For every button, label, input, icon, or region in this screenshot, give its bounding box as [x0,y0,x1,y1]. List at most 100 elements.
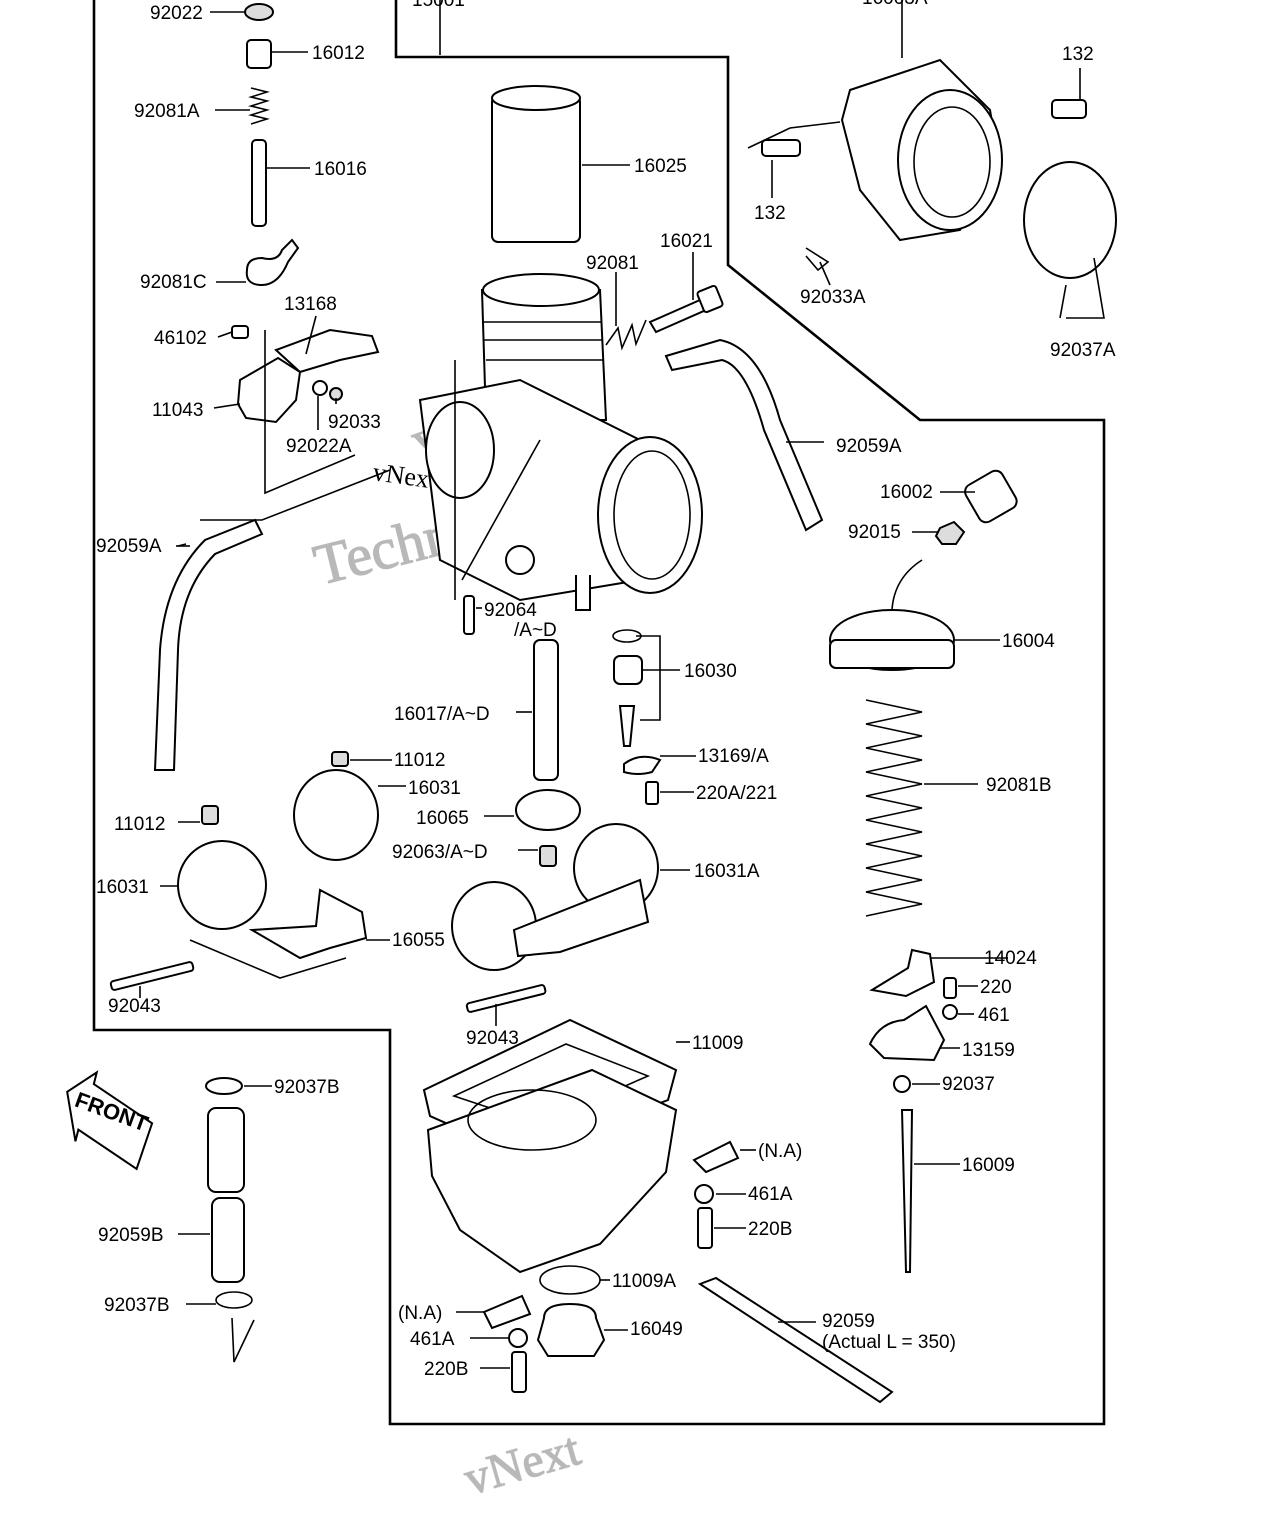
part-11009-bowl [422,1018,894,1404]
part-16017-needle-jet [533,639,559,781]
label-13169a: 13169/A [698,746,769,767]
label-461: 461 [978,1005,1010,1026]
part-92037-clip [893,1075,911,1093]
label-92059a-right: 92059A [836,436,902,457]
part-92081c-bracket [245,238,300,287]
part-16009-needle [900,1109,914,1273]
label-92064: 92064 [484,600,537,621]
front-arrow: FRONT [66,1070,154,1171]
label-16031-a: 16031 [408,778,461,799]
part-92063-main-jet [539,845,557,867]
part-92037b-clip-top [205,1077,243,1095]
label-220: 220 [980,977,1012,998]
label-92022: 92022 [150,3,203,24]
part-16031-float-a [293,769,379,861]
label-na-left: (N.A) [398,1303,442,1324]
label-16055: 16055 [392,930,445,951]
part-16065-holder [515,789,581,831]
label-220a-221: 220A/221 [696,783,777,804]
label-92015: 92015 [848,522,901,543]
parts-breather [205,1077,255,1363]
part-13169-plate [623,755,662,775]
label-11012-a: 11012 [394,750,445,771]
label-13159: 13159 [962,1040,1015,1061]
parts-floats [109,751,659,1013]
label-92059: 92059 [822,1311,875,1332]
part-92022a-washer [312,380,328,396]
part-92043-pin-b [465,984,547,1013]
part-labels: 92022 15001 16003A 16012 132 92081A 1602… [96,0,1116,1380]
label-92037b-top: 92037B [274,1077,340,1098]
parts-jets [463,595,662,867]
part-132-bolt-right [1051,99,1087,119]
parts-idle-screw [605,284,724,351]
label-16012: 16012 [312,43,365,64]
label-132-top: 132 [1062,44,1094,65]
part-11043-lever [236,356,302,424]
label-92033a: 92033A [800,287,866,308]
part-92043-pin-a [109,961,195,991]
label-92059b: 92059B [98,1225,164,1246]
label-220b-left: 220B [424,1359,468,1380]
part-na-bracket-right [692,1140,740,1174]
part-132-bolt-left [761,139,801,157]
part-92015-nut [934,520,966,545]
label-92037: 92037 [942,1074,995,1095]
watermark-text-4: vNext [458,1422,586,1505]
part-92081-spring [605,319,647,351]
part-16012-nut [246,39,272,69]
label-16030: 16030 [684,661,737,682]
label-16016: 16016 [314,159,367,180]
part-461a-washer-left [508,1328,528,1348]
part-92059-hose [697,1276,894,1404]
frame-border [92,0,1106,1426]
label-132-left: 132 [754,203,786,224]
part-na-bracket-left [482,1294,532,1330]
part-92037a-clamp [1023,161,1117,279]
parts-starter-plunger [829,469,1018,1273]
part-16025-slide [491,95,581,243]
part-16016-adjuster [251,139,267,227]
part-92064-jet [463,595,475,635]
parts-clamp [805,161,1117,319]
part-16030-valve [613,655,643,685]
part-461a-washer-right [694,1184,714,1204]
part-220-screw [943,977,957,999]
label-11043: 11043 [152,400,203,421]
label-92064-suffix: /A~D [514,620,557,641]
part-92059a-hose-right [664,338,824,532]
part-16049-plug [536,1302,606,1357]
part-16002-nut [964,469,1018,524]
label-14024: 14024 [984,948,1037,969]
label-461a-left: 461A [410,1329,455,1350]
label-92059a-left: 92059A [96,536,162,557]
leader-lines [139,0,1081,1369]
part-13159-plunger [868,1004,946,1062]
part-92022-cap [244,3,274,21]
label-16031-b: 16031 [96,877,149,898]
parts-throttle-lever [231,325,380,495]
label-92037a: 92037A [1050,340,1116,361]
part-220b-screw-left [511,1351,527,1393]
label-92022a: 92022A [286,436,352,457]
label-15001: 15001 [412,0,465,11]
label-16021: 16021 [660,231,713,252]
label-92081a: 92081A [134,101,200,122]
part-14024-lever [869,948,936,998]
label-16049: 16049 [630,1319,683,1340]
part-92081a-spring [248,87,270,125]
part-220b-screw-right [697,1207,713,1249]
label-92033: 92033 [328,412,381,433]
label-na-right: (N.A) [758,1141,802,1162]
part-92059b-hose-bottom [211,1197,245,1283]
part-16055-arm [248,888,368,960]
label-16031a: 16031A [694,861,760,882]
label-92063: 92063/A~D [392,842,488,863]
label-16009: 16009 [962,1155,1015,1176]
label-16002: 16002 [880,482,933,503]
part-92037b-clip-bottom [215,1291,253,1309]
part-16003a-adapter [747,58,1087,242]
label-46102: 46102 [154,328,207,349]
part-220a-screw [645,781,659,805]
